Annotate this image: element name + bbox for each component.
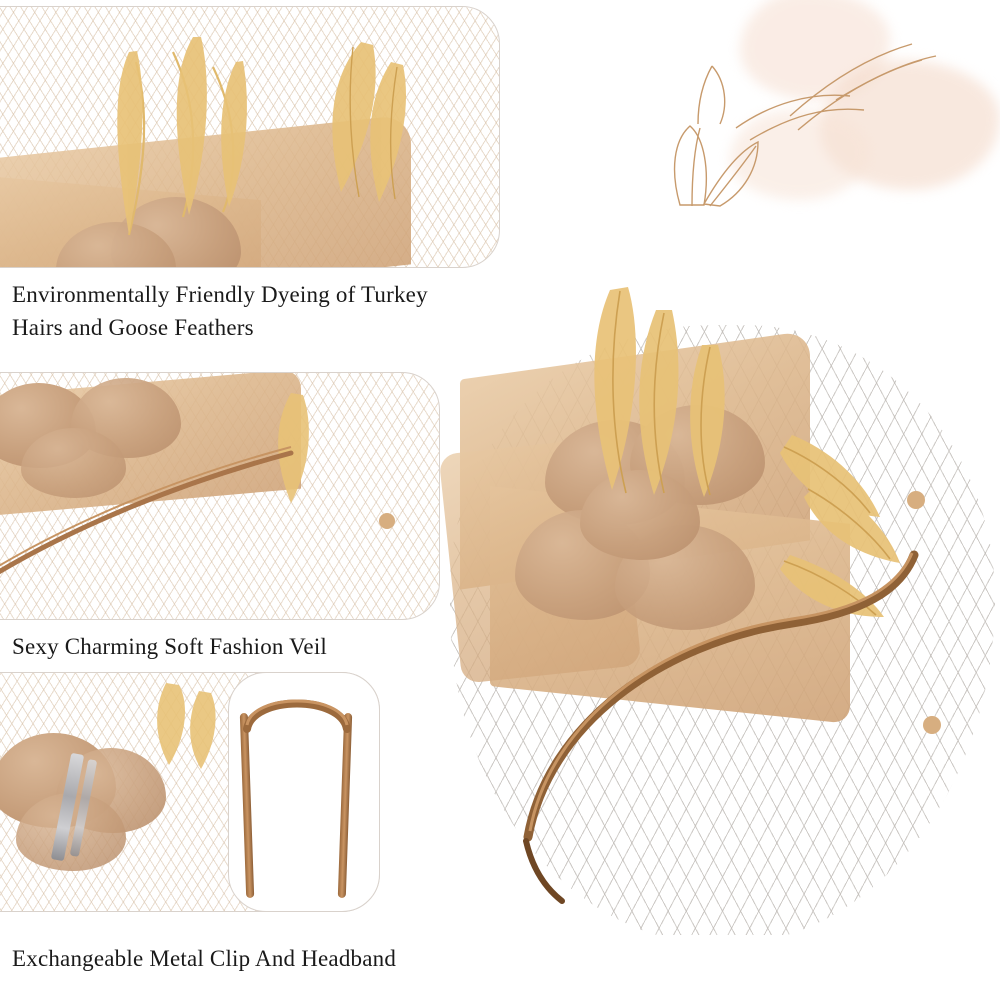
panel-feathers — [0, 6, 500, 268]
hero-product — [440, 255, 1000, 935]
panel-headband — [228, 672, 380, 912]
caption-veil: Sexy Charming Soft Fashion Veil — [12, 634, 328, 659]
tulip-sketch — [640, 0, 1000, 250]
caption-clip-headband: Exchangeable Metal Clip And Headband — [12, 946, 397, 971]
panel-veil — [0, 372, 440, 620]
caption-feathers: Environmentally Friendly Dyeing of Turke… — [12, 282, 428, 341]
